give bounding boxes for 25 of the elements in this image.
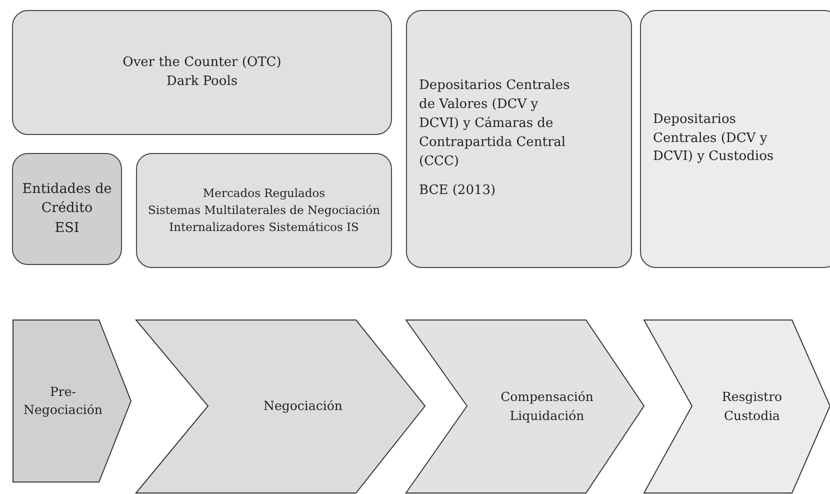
box-text: Dark Pools: [166, 72, 238, 90]
box-text: Resgistro: [722, 388, 782, 406]
process-stage: [644, 320, 830, 493]
process-stage: [136, 320, 425, 493]
box-text: Mercados Regulados: [202, 185, 326, 202]
box-text: Internalizadores Sistemáticos IS: [169, 218, 359, 236]
box-text: Depositarios Centrales (DCV y DCVI) y Custodios: [653, 110, 775, 166]
box-text: Liquidación: [510, 406, 584, 425]
box-text: Custodia: [724, 406, 780, 424]
rounded-box: [136, 153, 392, 268]
box-text: Depositarios Centrales de Valores (DCV y DCVI) y Cámaras de Contrapartida Central (CCC): [419, 77, 571, 171]
box-text: Entidades de Crédito: [21, 180, 113, 218]
box-text: ESI: [54, 218, 80, 238]
box-text: Compensación: [500, 388, 594, 406]
box-text: Negociación: [264, 397, 342, 416]
box-text: BCE (2013): [419, 182, 496, 200]
box-text: Sistemas Multilaterales de Negociación: [148, 202, 380, 219]
rounded-box: [12, 153, 122, 265]
rounded-box: [12, 10, 392, 135]
process-stage: [406, 320, 644, 493]
rounded-box: [406, 10, 632, 268]
process-stage: [13, 320, 131, 482]
rounded-box: [640, 10, 830, 268]
box-text: Pre-Negociación: [22, 382, 104, 419]
box-text: Over the Counter (OTC): [122, 54, 282, 72]
